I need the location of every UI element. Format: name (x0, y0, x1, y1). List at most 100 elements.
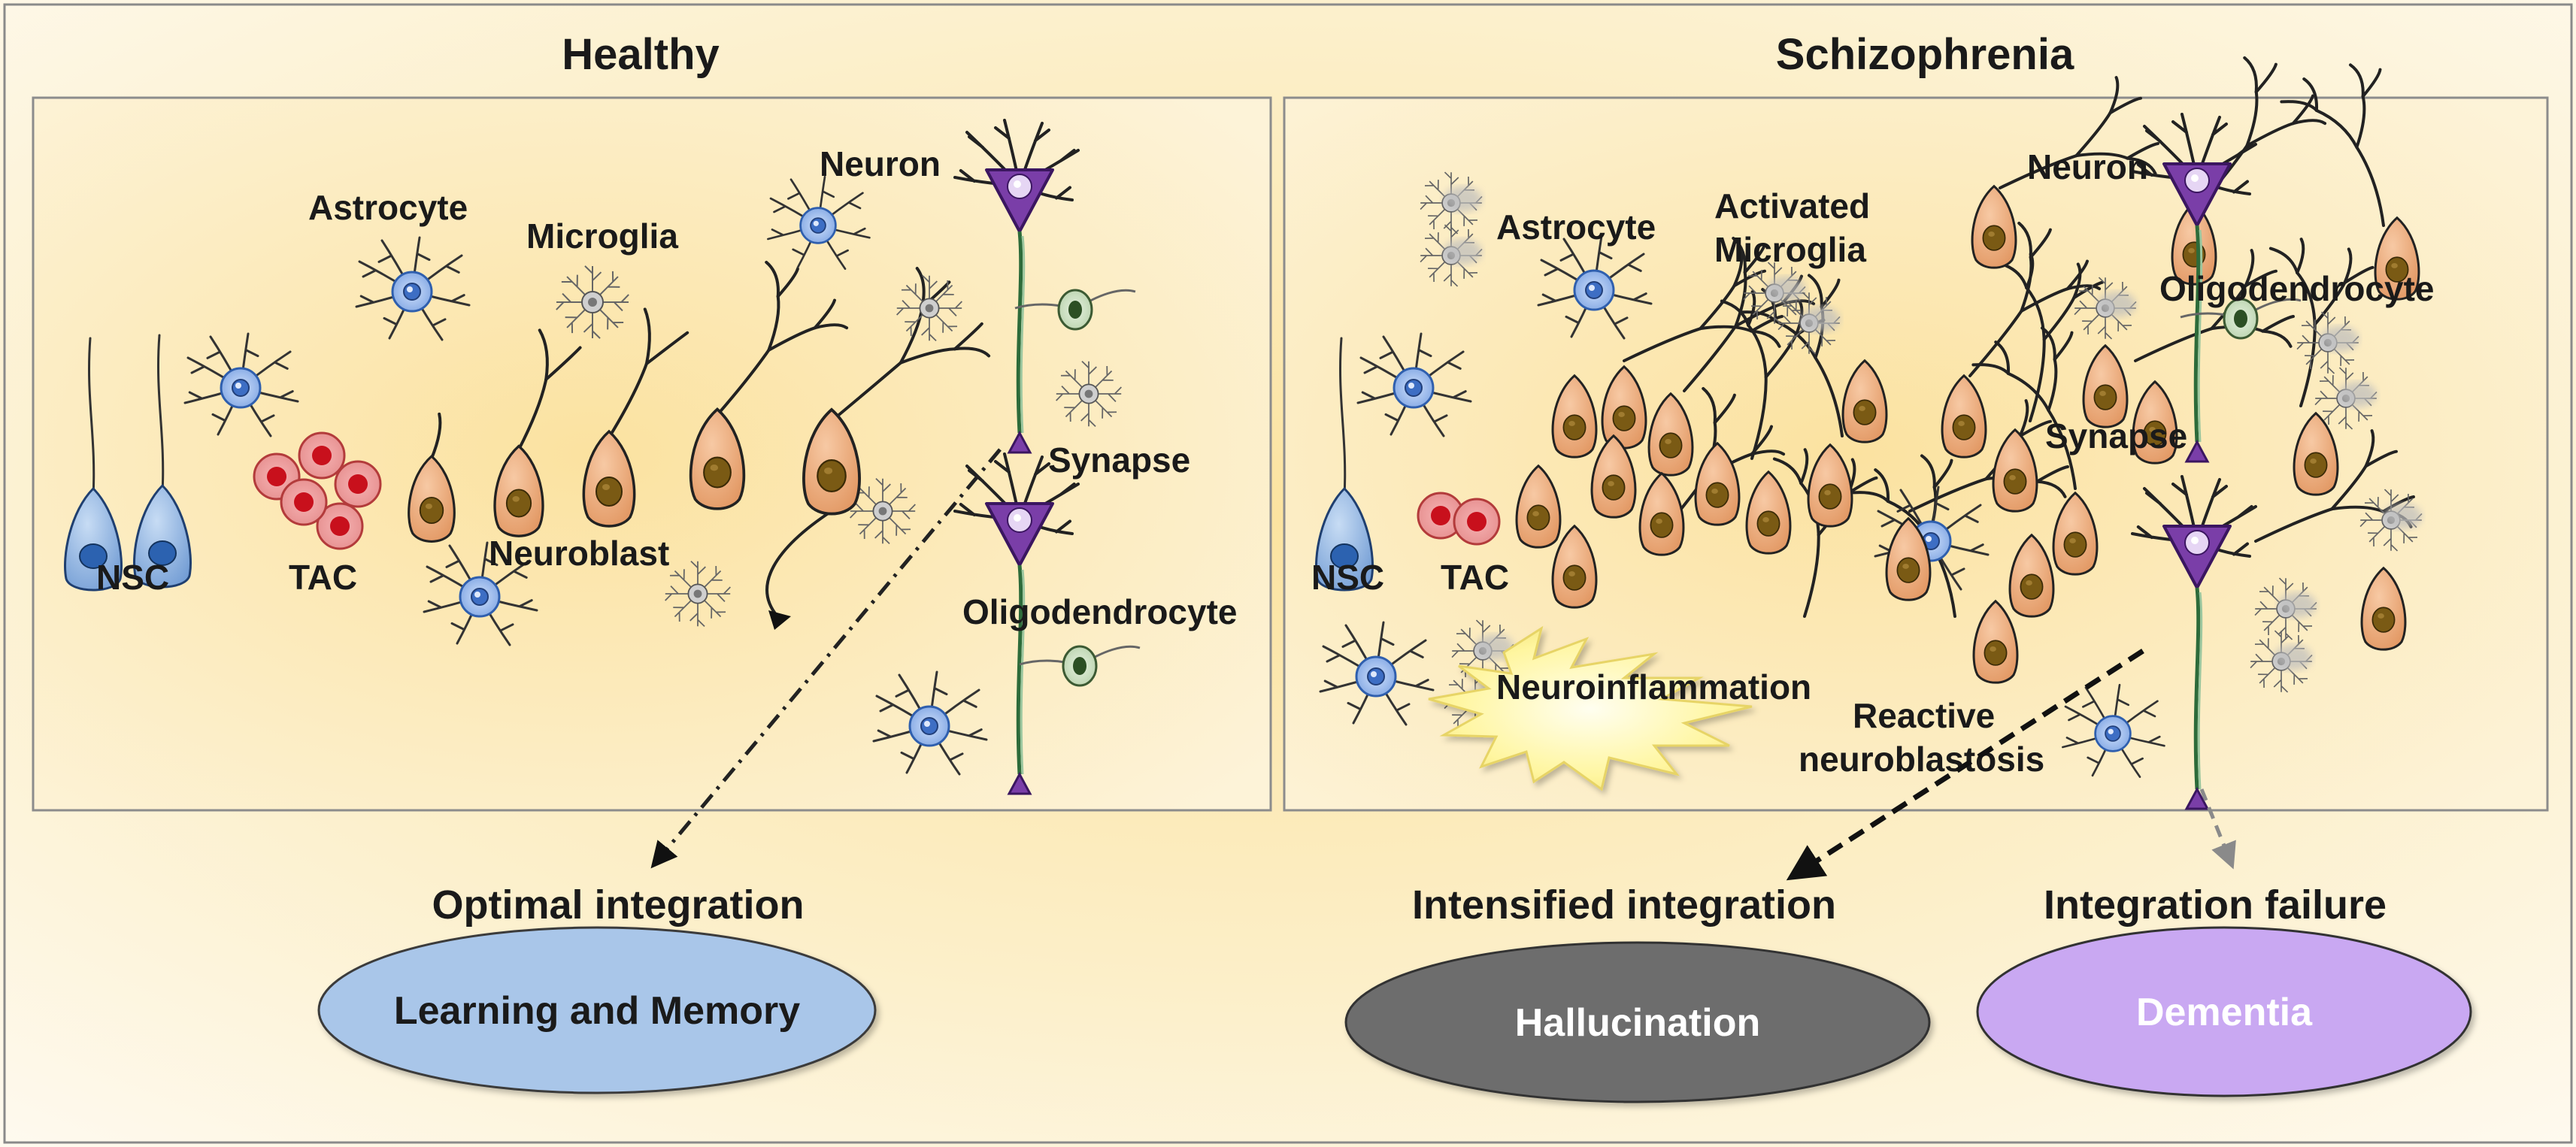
dendrite-branch (1874, 468, 1890, 503)
dendrite-branch (2047, 358, 2058, 412)
schizo-label-tac: TAC (1441, 558, 1509, 597)
dendrite-branch (2244, 249, 2255, 288)
dendrite-branch (2020, 287, 2069, 313)
healthy-nsc-2 (133, 334, 192, 589)
healthy-neuron-1 (953, 119, 1080, 454)
dendrite-branch (716, 348, 771, 416)
dendrite-branch (1920, 454, 1936, 489)
neuroblast-cell (1971, 184, 2017, 269)
dendrite-branch (1732, 249, 1744, 288)
dendrite-branch (2254, 507, 2334, 543)
dendrite-branch (2355, 95, 2366, 149)
healthy-tac-3 (334, 460, 382, 508)
dendrite-branch (1699, 284, 1736, 331)
dendrite-branch (2314, 108, 2359, 149)
dendrite-branch (2296, 238, 2305, 274)
hallucination-label: Hallucination (1515, 1001, 1760, 1045)
dendrite-branch (1683, 324, 1738, 392)
neuroblast-cell (1551, 524, 1598, 609)
dendrite-branch (2280, 100, 2318, 112)
integration-failure-label: Integration failure (2044, 882, 2387, 928)
dendrite-branch (538, 328, 549, 381)
neuroblast-cell (1745, 470, 1792, 555)
schizophrenia-title: Schizophrenia (1776, 30, 2074, 79)
healthy-nsc-1 (64, 337, 123, 592)
healthy-microglia-1 (556, 265, 629, 339)
dendrite-branch (1713, 393, 1736, 425)
synapse-terminal (2184, 439, 2210, 463)
dementia-label: Dementia (2136, 991, 2313, 1034)
healthy-label-synapse: Synapse (1048, 440, 1190, 480)
schizo-tac-2 (1453, 498, 1501, 546)
schizo-microglia-8 (2296, 311, 2359, 374)
dendrite-branch (2245, 90, 2259, 147)
dendrite-branch (1750, 329, 1781, 348)
dendrite-branch (1994, 340, 2011, 375)
schizo-microglia-1 (1420, 171, 1483, 235)
dendrite-branch (2261, 329, 2293, 348)
dendrite-branch (1734, 302, 1784, 328)
dendrite-branch (2072, 280, 2104, 300)
dendrite-branch (2348, 63, 2365, 98)
dendrite-branch (1932, 458, 1953, 489)
healthy-microglia-2 (896, 275, 962, 341)
dendrite-branch (2126, 141, 2159, 160)
dendrite-branch (813, 298, 836, 330)
learning-memory-label: Learning and Memory (394, 989, 800, 1033)
dendrite-branch (1799, 448, 1809, 485)
neuroblast-cell (1647, 392, 1694, 477)
dendrite-branch (767, 295, 780, 352)
neuroblast-cell (2293, 411, 2339, 496)
neuroblast-cell (802, 407, 861, 516)
dendrite-branch (2343, 247, 2353, 285)
schizo-label-astrocyte: Astrocyte (1496, 207, 1656, 247)
neuroblast-cell (1941, 374, 1987, 458)
dendrite-branch (1738, 310, 1777, 322)
dendrite-branch (767, 326, 817, 352)
healthy-tac-5 (280, 478, 328, 526)
cell-layer (64, 113, 2423, 810)
healthy-neuron-2 (953, 452, 1080, 795)
schizo-microglia-10 (2254, 577, 2317, 640)
dendrite-branch (2006, 371, 2050, 412)
synapse-terminal (1007, 430, 1032, 454)
healthy-astrocyte-1 (183, 332, 299, 437)
healthy-title: Healthy (562, 30, 720, 79)
dendrite-branch (1750, 449, 1786, 456)
neuroblast-cell (1992, 428, 2038, 513)
dendrite-branch (1814, 356, 1844, 437)
schizo-label-neuroblastosis: neuroblastosis (1799, 740, 2044, 779)
intensified-integration-label: Intensified integration (1412, 882, 1836, 928)
dendrite-branch (2035, 465, 2069, 483)
healthy-astrocyte-2 (355, 236, 471, 341)
schizo-microglia-12 (2359, 489, 2423, 552)
neuroblast-cell (1515, 464, 1562, 549)
dendrite-branch (2355, 145, 2385, 227)
dendrite-branch (2343, 265, 2374, 285)
healthy-label-microglia: Microglia (526, 216, 678, 256)
neuroblast-cell (1972, 599, 2019, 684)
dendrite-branch (2361, 68, 2382, 98)
healthy-astrocyte-5 (872, 670, 988, 776)
dendrite-branch (2025, 286, 2046, 341)
dendrite-branch (1750, 425, 1773, 456)
schizo-label-neuroinflammation: Neuroinflammation (1496, 667, 1811, 707)
neuroblast-cell (1841, 359, 1888, 443)
healthy-panel (32, 96, 1272, 812)
dendrite-branch (2035, 480, 2067, 498)
neuroblast-cell (408, 454, 456, 543)
neuroblast-cell (2082, 343, 2129, 428)
neuroblast-cell (2360, 566, 2407, 651)
schizo-label-nsc: NSC (1311, 558, 1384, 597)
schizo-label-reactive: Reactive (1853, 696, 1995, 735)
dendrite-branch (1734, 271, 1747, 328)
schizo-neuron-1 (2131, 113, 2257, 463)
dendrite-branch (953, 347, 991, 358)
dendrite-branch (1807, 274, 1823, 309)
dendrite-branch (1623, 327, 1702, 362)
dendrite-branch (1820, 278, 1841, 309)
healthy-label-astrocyte: Astrocyte (308, 188, 468, 227)
neuroblast-cell (2008, 533, 2055, 618)
schizo-tac-1 (1417, 492, 1465, 540)
